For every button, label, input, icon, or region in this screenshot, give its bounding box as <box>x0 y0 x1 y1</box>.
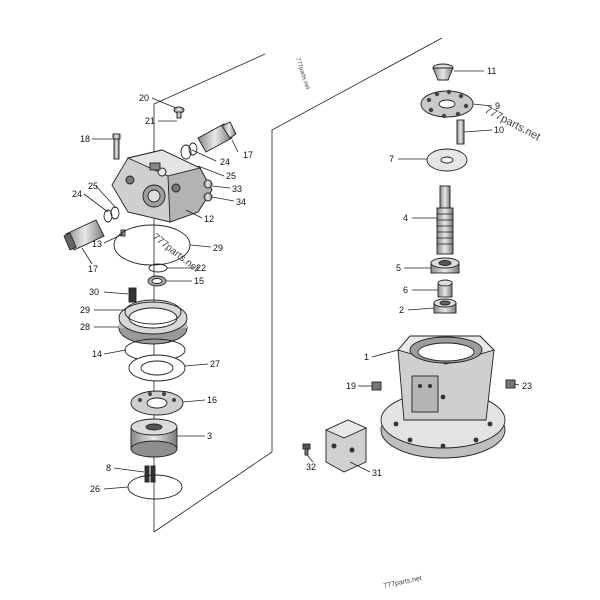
part-12-valve-block <box>111 149 213 223</box>
label-34: 34 <box>236 197 246 207</box>
label-19: 19 <box>346 381 356 391</box>
part-15-ring <box>147 275 167 287</box>
label-10: 10 <box>494 125 504 135</box>
part-labels: 20 21 18 17 24 25 33 34 12 25 24 17 13 2… <box>72 66 532 494</box>
part-18-bolt <box>112 133 121 160</box>
label-4: 4 <box>403 213 408 223</box>
label-30: 30 <box>89 287 99 297</box>
part-27-plate <box>128 354 186 382</box>
label-11: 11 <box>487 66 496 76</box>
part-16-plate <box>130 390 184 416</box>
part-8-pin <box>144 465 156 483</box>
label-25-right: 25 <box>226 171 236 181</box>
part-33-34-plugs <box>203 179 213 202</box>
label-14: 14 <box>92 349 102 359</box>
label-23: 23 <box>522 381 532 391</box>
label-17-left: 17 <box>88 264 98 274</box>
part-29-o-ring-lower <box>124 299 182 325</box>
label-6: 6 <box>403 285 408 295</box>
leader-lines <box>81 70 520 490</box>
part-17-cartridge-left <box>63 219 105 251</box>
part-23-plug <box>505 379 516 389</box>
label-9: 9 <box>495 101 500 111</box>
part-20-bolt <box>173 106 185 119</box>
label-33: 33 <box>232 184 242 194</box>
part-4-shaft <box>436 185 454 255</box>
watermark-right: 777parts.net <box>483 104 543 143</box>
part-2-bearing <box>433 298 457 314</box>
part-31-valve-block <box>324 419 368 473</box>
label-24-left: 24 <box>72 189 82 199</box>
part-32-bolt <box>302 443 311 456</box>
label-15: 15 <box>194 276 204 286</box>
part-5-bearing <box>430 257 460 274</box>
label-22: 22 <box>196 263 206 273</box>
part-24-25-seals-right <box>180 142 198 160</box>
label-29-lower: 29 <box>80 305 90 315</box>
label-28: 28 <box>80 322 90 332</box>
part-3-cylinder-block <box>130 418 178 458</box>
sheet-outline <box>153 37 443 533</box>
watermark-bottom: 777parts.net <box>383 575 423 590</box>
label-16: 16 <box>207 395 217 405</box>
part-7-washer <box>426 148 468 172</box>
label-13: 13 <box>92 239 102 249</box>
label-3: 3 <box>207 431 212 441</box>
part-19-plug <box>371 381 382 391</box>
label-20: 20 <box>139 93 149 103</box>
label-1: 1 <box>364 352 369 362</box>
part-10-pin <box>456 119 465 145</box>
part-11-cap <box>432 63 454 81</box>
label-32: 32 <box>306 462 316 472</box>
label-29-upper: 29 <box>213 243 223 253</box>
label-17-right: 17 <box>243 150 253 160</box>
label-26: 26 <box>90 484 100 494</box>
label-31: 31 <box>372 468 382 478</box>
label-27: 27 <box>210 359 220 369</box>
part-24-25-seals-left <box>103 206 120 223</box>
part-30-pin <box>128 287 137 303</box>
label-21: 21 <box>145 116 155 126</box>
part-28-brake-ring <box>118 301 188 345</box>
label-18: 18 <box>80 134 90 144</box>
label-2: 2 <box>399 305 404 315</box>
part-9-flange-disc <box>420 89 474 119</box>
label-5: 5 <box>396 263 401 273</box>
label-24-right: 24 <box>220 157 230 167</box>
part-6-bushing <box>437 279 453 298</box>
part-17-cartridge-right <box>197 121 237 153</box>
label-25-left: 25 <box>88 181 98 191</box>
watermark-top: 777parts.net <box>294 57 310 91</box>
label-12: 12 <box>204 214 214 224</box>
label-7: 7 <box>389 154 394 164</box>
label-8: 8 <box>106 463 111 473</box>
part-1-housing <box>380 335 506 459</box>
